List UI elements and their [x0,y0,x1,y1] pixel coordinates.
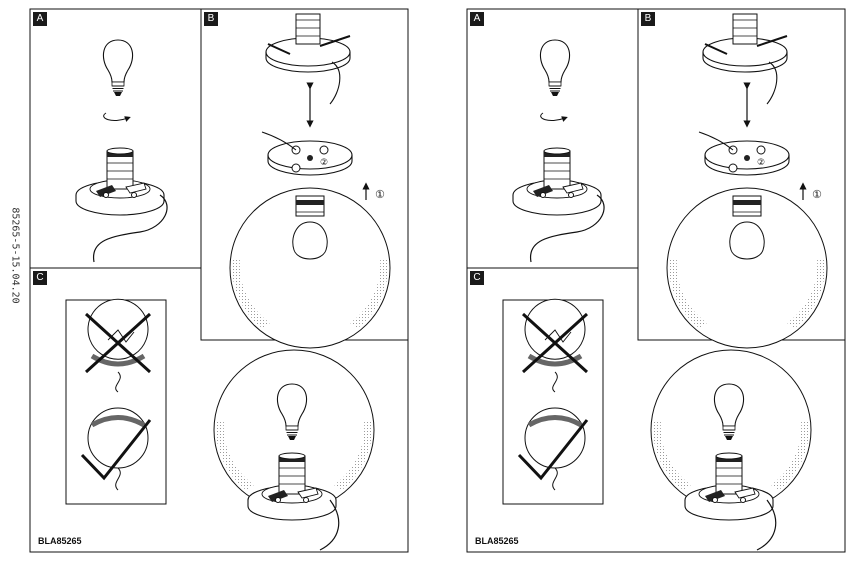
step-label-a-left: A [33,12,47,26]
rotate-arrow-icon [540,112,568,122]
step-label-b-left: B [204,12,218,26]
panel-c-left [65,298,375,551]
lamp-base [512,147,602,216]
cross-mark-icon [521,312,589,374]
manual-left [29,8,409,553]
panel-b-right [666,13,828,349]
cap-screw-right [319,35,351,47]
panel-b-left [229,13,391,349]
step-label-a-right: A [470,12,484,26]
cap-screw-right [756,35,788,47]
step-label-b-right: B [641,12,655,26]
panel-c-right [502,298,812,551]
manual-right [466,8,846,553]
rotate-arrow-icon [103,112,131,122]
step-label-c-left: C [33,271,47,285]
model-code-right: BLA85265 [475,536,519,546]
check-mark-label-left: ② [320,158,329,168]
panel-a-left [75,39,168,263]
check-mark-label-right: ② [757,158,766,168]
panel-a-right [512,39,605,263]
step-number-mark-right: ① [812,188,822,201]
step-number-mark-left: ① [375,188,385,201]
model-code-left: BLA85265 [38,536,82,546]
cross-mark-icon [84,312,152,374]
bulb-icon [539,39,571,97]
step-label-c-right: C [470,271,484,285]
power-cable [93,194,168,263]
lamp-base [75,147,165,216]
power-cable [530,194,605,263]
cap-screw-left [704,43,728,55]
bulb-icon [102,39,134,97]
cap-screw-left [267,43,291,55]
check-mark-icon [517,419,589,481]
check-mark-icon [80,419,152,481]
